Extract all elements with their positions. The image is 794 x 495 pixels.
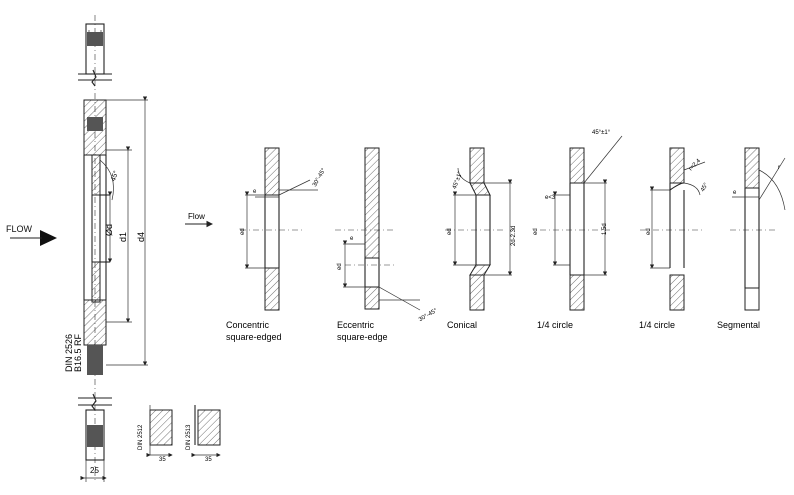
d4-label: d4 <box>136 231 146 242</box>
caption-quarter-circle-1: 1/4 circle <box>537 320 574 330</box>
p5-ed: ed <box>646 228 652 235</box>
profile-conical <box>445 147 513 311</box>
din-2512-detail <box>146 405 173 458</box>
p2-e: e <box>350 236 354 242</box>
flow-arrow-main <box>40 230 57 246</box>
p5-r: r=2.4 <box>688 158 703 173</box>
p4-ed: ed <box>533 228 539 235</box>
lower-bolt <box>87 345 103 375</box>
p4-d: 1.5d <box>602 223 608 235</box>
p4-angle: 45°±1° <box>592 130 611 136</box>
flow-label-profiles: Flow <box>188 212 205 221</box>
din-2512-label: DIN 2512 <box>138 424 144 450</box>
profile-quarter-circle-1 <box>540 135 623 311</box>
p4-e: e<3 <box>545 195 556 201</box>
p1-e: e <box>253 189 257 195</box>
p6-r: r <box>778 165 780 171</box>
standard-line2: B16.5 RF <box>73 333 83 372</box>
caption-segmental: Segmental <box>717 320 761 330</box>
profile-eccentric <box>335 147 421 311</box>
din-2512-dim: 35 <box>159 457 166 463</box>
caption-quarter-circle-2: 1/4 circle <box>639 320 676 330</box>
din-2513-label: DIN 2513 <box>186 424 192 450</box>
din-2513-dim: 35 <box>205 457 212 463</box>
caption-concentric-2: square-edged <box>226 332 282 342</box>
p3-ed: ed <box>447 228 453 235</box>
orifice-assembly <box>78 15 148 482</box>
caption-concentric-1: Concentric <box>226 320 270 330</box>
bore-label: Ød <box>104 223 114 236</box>
p2-angle: 30°-45° <box>418 307 439 324</box>
p6-e: e <box>733 190 737 196</box>
caption-eccentric-2: square-edge <box>337 332 388 342</box>
din-2513-detail <box>191 405 221 458</box>
d1-label: d1 <box>118 231 128 242</box>
p1-ed: ed <box>240 228 246 235</box>
p3-d: 2d-2.3d <box>511 225 517 246</box>
p1-angle: 30°-45° <box>312 167 328 188</box>
caption-conical: Conical <box>447 320 478 330</box>
profile-segmental <box>730 147 786 311</box>
top-bolt-thread <box>87 32 103 46</box>
caption-eccentric-1: Eccentric <box>337 320 375 330</box>
p5-angle: 45° <box>700 182 710 193</box>
profile-concentric <box>240 147 318 311</box>
flow-label-main: FLOW <box>6 224 32 234</box>
profile-quarter-circle-2 <box>640 147 706 311</box>
p2-ed: ed <box>337 263 343 270</box>
orifice-plate-upper <box>91 154 101 196</box>
width-label: 25 <box>90 466 99 475</box>
p3-angle: 45°±1° <box>452 170 464 191</box>
angle-label: 45° <box>110 170 121 183</box>
